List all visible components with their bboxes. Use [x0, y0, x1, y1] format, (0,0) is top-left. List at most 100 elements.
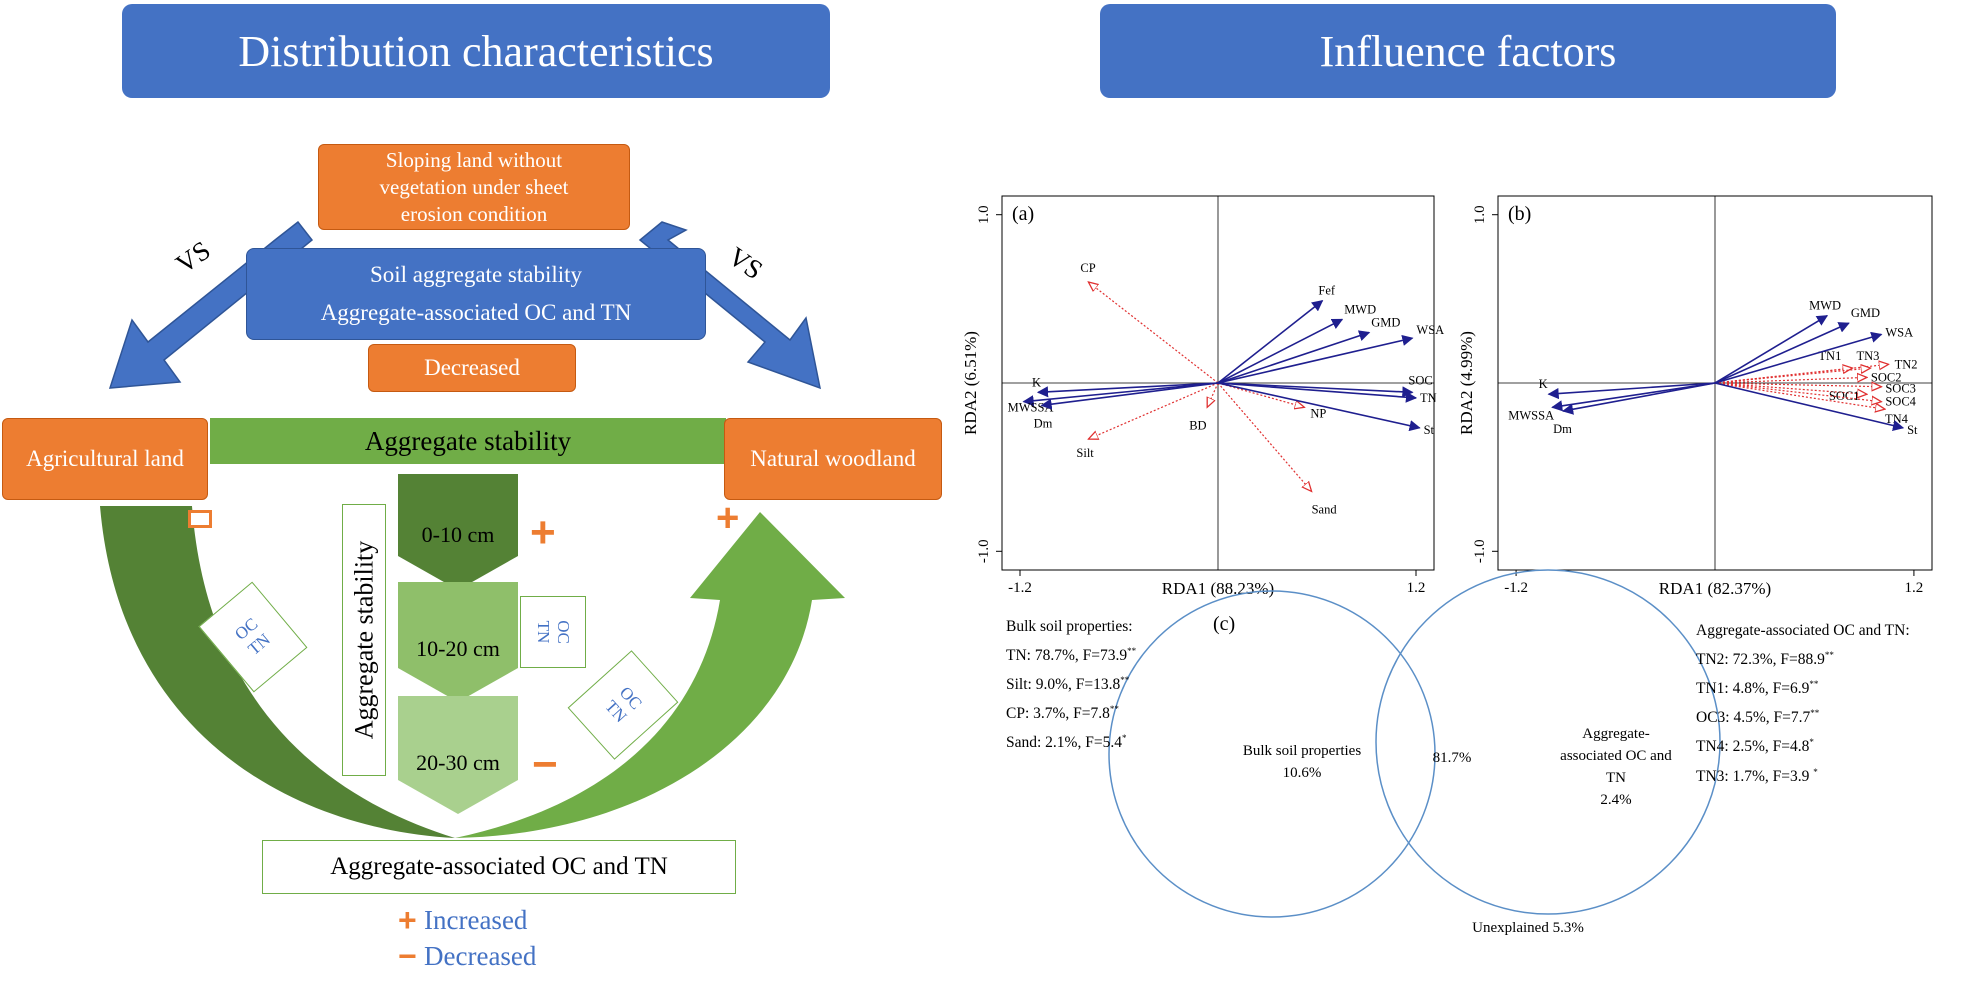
x-tick-label: -1.2: [1504, 580, 1528, 596]
oc-tn-tag-middle: OC TN: [520, 596, 586, 668]
sloping-land-box: Sloping land without vegetation under sh…: [318, 144, 630, 230]
legend-decreased-label: Decreased: [424, 941, 537, 971]
depth-chevron-10-20: [398, 582, 518, 702]
stats-agg-row: TN4: 2.5%, F=4.8*: [1696, 737, 1814, 756]
venn-bulk-label: Bulk soil properties: [1243, 743, 1361, 759]
venn-agg-value: 2.4%: [1600, 792, 1631, 808]
explanatory-arrow-label: NP: [1310, 406, 1326, 420]
explanatory-arrow-label: BD: [1189, 418, 1206, 432]
x-tick-label: -1.2: [1008, 580, 1032, 596]
aggregate-stability-bar: Aggregate stability: [210, 418, 726, 464]
panel-label: (b): [1508, 203, 1531, 225]
response-arrow: [1217, 382, 1414, 398]
explanatory-arrow-label: SOC2: [1871, 370, 1902, 384]
venn-intersection-value: 81.7%: [1433, 750, 1472, 766]
response-arrow-label: MWD: [1809, 299, 1841, 313]
response-arrow: [1217, 334, 1414, 384]
x-tick-label: 1.2: [1407, 580, 1426, 596]
sloping-land-line-2: vegetation under sheet: [379, 174, 569, 199]
stats-agg-row: TN3: 1.7%, F=3.9 *: [1696, 766, 1818, 785]
response-arrow-label: SOC: [1408, 373, 1432, 387]
response-arrow: [1714, 382, 1905, 431]
y-axis-label: RDA2 (4.99%): [1457, 331, 1476, 435]
response-arrow-label: TN: [1420, 391, 1437, 405]
x-axis-label: RDA1 (82.37%): [1659, 579, 1771, 598]
explanatory-arrow-label: TN2: [1895, 357, 1918, 371]
soil-aggregate-line-1: Soil aggregate stability: [369, 262, 583, 287]
response-arrow-label: St: [1907, 423, 1918, 437]
explanatory-arrow: [1714, 382, 1867, 394]
venn-agg-label-3: TN: [1606, 770, 1626, 786]
soil-aggregate-box: Soil aggregate stability Aggregate-assoc…: [246, 248, 706, 340]
oc-tn-tag-middle-oc: OC: [554, 620, 573, 644]
stats-bulk-row: TN: 78.7%, F=73.9**: [1006, 646, 1137, 665]
stats-bulk-soil: Bulk soil properties: TN: 78.7%, F=73.9*…: [1006, 614, 1136, 756]
depth-label-0-10: 0-10 cm: [421, 522, 495, 547]
response-arrow-label: K: [1539, 377, 1548, 391]
legend-increased: + Increased: [398, 902, 527, 939]
vertical-aggregate-stability-label: Aggregate stability: [349, 540, 378, 740]
response-arrow: [1551, 382, 1716, 412]
explanatory-arrow: [1207, 382, 1219, 407]
venn-panel-label: (c): [1213, 613, 1235, 635]
venn-unexplained: Unexplained 5.3%: [1472, 920, 1584, 936]
y-tick-label: -1.0: [976, 539, 992, 563]
explanatory-arrow-label: SOC4: [1885, 395, 1916, 409]
x-axis-label: RDA1 (88.23%): [1162, 579, 1274, 598]
explanatory-arrow-label: TN3: [1857, 349, 1880, 363]
venn-agg-label-2: associated OC and: [1560, 748, 1672, 764]
response-arrow: [1217, 318, 1344, 384]
response-arrow: [1036, 382, 1219, 398]
response-arrow-label: WSA: [1416, 323, 1444, 337]
explanatory-arrow: [1714, 377, 1867, 384]
explanatory-arrow-label: Sand: [1312, 502, 1338, 516]
left-curve-arrow: [100, 506, 455, 838]
response-arrow-label: MWSSA: [1508, 408, 1554, 422]
natural-woodland-box: Natural woodland: [724, 418, 942, 500]
venn-circle-aggregate: [1375, 569, 1721, 915]
venn-agg-label-1: Aggregate-: [1582, 726, 1649, 742]
y-tick-label: 1.0: [1472, 205, 1488, 224]
explanatory-arrow: [1714, 368, 1852, 384]
response-arrow-label: GMD: [1371, 316, 1400, 330]
left-sign-text: −: [190, 498, 210, 499]
soil-aggregate-line-2: Aggregate-associated OC and TN: [320, 300, 632, 325]
depth-decrease-sign: −: [532, 740, 558, 789]
depth-label-10-20: 10-20 cm: [416, 636, 500, 661]
response-arrow: [1022, 382, 1219, 407]
decreased-box: Decreased: [368, 344, 576, 392]
venn-diagram: (c) Bulk soil properties 10.6% 81.7% Agg…: [1108, 569, 1721, 936]
title-influence: Influence factors: [1100, 4, 1836, 98]
explanatory-arrow-label: TN1: [1818, 349, 1841, 363]
explanatory-arrow: [1714, 382, 1885, 409]
legend-increased-symbol: +: [398, 902, 417, 938]
stats-aggregate: Aggregate-associated OC and TN: TN2: 72.…: [1696, 618, 1910, 789]
explanatory-arrow-label: Silt: [1076, 446, 1094, 460]
response-arrow-label: K: [1032, 375, 1041, 389]
depth-label-20-30: 20-30 cm: [416, 750, 500, 775]
depth-chevron-0-10: [398, 474, 518, 590]
response-arrow-label: WSA: [1885, 325, 1913, 339]
sloping-land-line-3: erosion condition: [400, 201, 548, 226]
right-increase-sign: +: [716, 496, 740, 540]
legend-decreased: − Decreased: [398, 938, 536, 975]
agricultural-land-box: Agricultural land: [2, 418, 208, 500]
x-tick-label: 1.2: [1905, 580, 1924, 596]
stats-agg-row: TN1: 4.8%, F=6.9**: [1696, 679, 1819, 698]
explanatory-arrow: [1088, 282, 1219, 384]
title-distribution: Distribution characteristics: [122, 4, 830, 98]
stats-agg-row: TN2: 72.3%, F=88.9**: [1696, 650, 1834, 669]
stats-bulk-row: Sand: 2.1%, F=5.4*: [1006, 733, 1127, 752]
response-arrow: [1217, 300, 1324, 384]
response-arrow: [1561, 382, 1716, 415]
response-arrow-label: GMD: [1851, 306, 1880, 320]
legend-decreased-symbol: −: [398, 938, 417, 974]
explanatory-arrow-label: CP: [1080, 261, 1095, 275]
response-arrow: [1040, 382, 1219, 410]
response-arrow: [1547, 382, 1716, 400]
stats-agg-title: Aggregate-associated OC and TN:: [1696, 622, 1910, 639]
response-arrow: [1714, 322, 1850, 384]
response-arrow: [1714, 331, 1883, 384]
